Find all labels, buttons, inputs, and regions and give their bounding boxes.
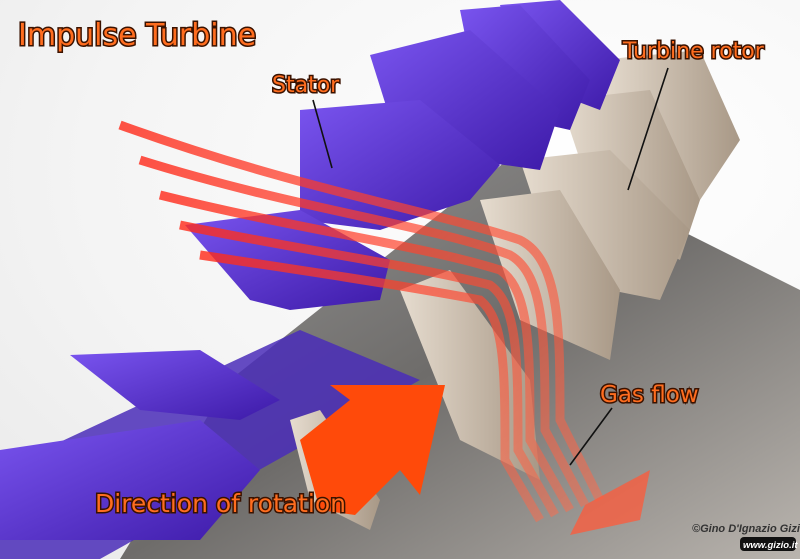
author-url: www.gizio.it — [743, 540, 798, 551]
stator-leader-line — [312, 99, 333, 169]
diagram-title: Impulse Turbine — [18, 18, 256, 53]
url-badge — [740, 537, 796, 551]
author-credit: ©Gino D'Ignazio Gizio — [692, 523, 800, 535]
stator-label: Stator — [272, 73, 340, 98]
rotor-blades — [290, 50, 740, 530]
rotation-arrow — [300, 385, 445, 515]
rotation-label: Direction of rotation — [95, 489, 346, 518]
stator-blades — [0, 0, 620, 540]
rotor-label: Turbine rotor — [622, 39, 765, 64]
gas-flow-leader-line — [569, 407, 613, 466]
gas-flow-arrowhead — [570, 470, 650, 535]
gas-flow-arrows — [118, 120, 605, 523]
gas-flow-label: Gas flow — [600, 382, 699, 408]
rotor-leader-line — [627, 67, 669, 191]
